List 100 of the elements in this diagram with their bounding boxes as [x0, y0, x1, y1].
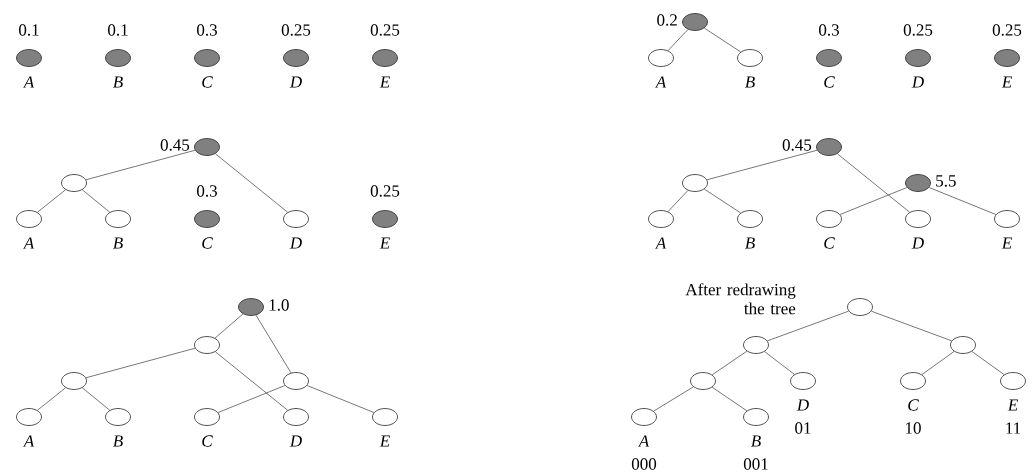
node-label: E	[1007, 399, 1018, 411]
tree-node	[682, 13, 708, 31]
tree-node	[283, 49, 309, 67]
tree-edge	[704, 27, 741, 53]
tree-edge	[306, 385, 375, 413]
tree-node	[905, 49, 931, 67]
node-label: 01	[795, 422, 811, 434]
node-label: A	[637, 435, 650, 447]
tree-node	[648, 49, 674, 67]
tree-node	[905, 174, 931, 192]
node-label: D	[911, 76, 924, 88]
node-label: 0.25	[281, 24, 311, 36]
node-label: 0.1	[19, 24, 39, 36]
node-label: D	[289, 76, 302, 88]
node-label: B	[750, 435, 761, 447]
tree-edge	[711, 350, 748, 376]
tree-edge	[971, 351, 1005, 375]
tree-edge	[255, 314, 292, 374]
tree-edge	[704, 188, 741, 214]
tree-node	[283, 372, 309, 390]
tree-node	[372, 210, 398, 228]
tree-node	[737, 210, 763, 228]
tree-node	[194, 336, 220, 354]
node-label: 0.25	[903, 24, 933, 36]
node-label: 000	[631, 458, 657, 470]
tree-edge	[767, 310, 849, 342]
tree-node	[61, 372, 87, 390]
tree-node	[816, 138, 842, 156]
tree-edge	[921, 351, 955, 375]
tree-edge	[928, 187, 997, 215]
tree-edge	[81, 387, 111, 411]
node-label: 10	[906, 422, 921, 434]
tree-node	[905, 210, 931, 228]
tree-node	[61, 174, 87, 192]
node-label: D	[911, 237, 924, 249]
node-label: 0.25	[370, 185, 400, 197]
node-label: 0.1	[108, 24, 128, 36]
tree-node	[743, 336, 769, 354]
tree-edge	[214, 313, 244, 339]
tree-node	[950, 336, 976, 354]
node-label: B	[744, 237, 755, 249]
node-label: E	[1001, 76, 1012, 88]
node-label: A	[22, 237, 35, 249]
tree-node	[105, 210, 131, 228]
tree-node	[737, 49, 763, 67]
tree-node	[105, 408, 131, 426]
node-label: E	[379, 435, 390, 447]
node-label: E	[1001, 237, 1012, 249]
tree-node	[16, 49, 42, 67]
tree-edge	[764, 351, 795, 375]
node-label: B	[744, 76, 755, 88]
node-label: D	[796, 399, 809, 411]
node-label: C	[202, 237, 213, 249]
tree-edge	[215, 153, 288, 213]
node-label: D	[289, 237, 302, 249]
node-label: 1.0	[269, 299, 289, 311]
node-label: 0.25	[370, 24, 400, 36]
note-text: After redrawing the tree	[685, 283, 796, 315]
tree-edge	[37, 387, 66, 411]
node-label: D	[289, 435, 302, 447]
node-label: 0.2	[657, 14, 677, 26]
node-label: 0.3	[819, 24, 839, 36]
node-label: A	[654, 76, 667, 88]
tree-edge	[85, 347, 196, 379]
tree-edge	[81, 189, 111, 213]
node-label: B	[112, 237, 123, 249]
tree-node	[372, 49, 398, 67]
tree-node	[283, 210, 309, 228]
tree-node	[194, 138, 220, 156]
node-label: C	[202, 76, 213, 88]
tree-node	[283, 408, 309, 426]
tree-node	[816, 210, 842, 228]
tree-node	[105, 49, 131, 67]
tree-node	[16, 210, 42, 228]
tree-node	[372, 408, 398, 426]
tree-edge	[711, 386, 748, 412]
tree-node	[648, 210, 674, 228]
tree-node	[631, 408, 657, 426]
node-label: 001	[743, 458, 768, 470]
tree-edge	[37, 189, 66, 213]
tree-node	[238, 298, 264, 316]
node-label: E	[379, 76, 390, 88]
node-label: 11	[1006, 422, 1021, 434]
tree-node	[994, 210, 1020, 228]
node-label: 0.25	[992, 24, 1022, 36]
node-label: 0.45	[160, 139, 190, 151]
tree-node	[194, 210, 220, 228]
tree-edge	[871, 310, 952, 342]
node-label: C	[824, 76, 835, 88]
tree-node	[194, 408, 220, 426]
node-label: C	[202, 435, 213, 447]
tree-edge	[653, 386, 694, 412]
node-label: B	[112, 76, 123, 88]
tree-node	[994, 49, 1020, 67]
tree-edge	[706, 149, 818, 181]
tree-edge	[667, 190, 689, 212]
node-label: C	[908, 399, 919, 411]
tree-edge	[215, 351, 288, 411]
tree-node	[790, 372, 816, 390]
tree-node	[900, 372, 926, 390]
